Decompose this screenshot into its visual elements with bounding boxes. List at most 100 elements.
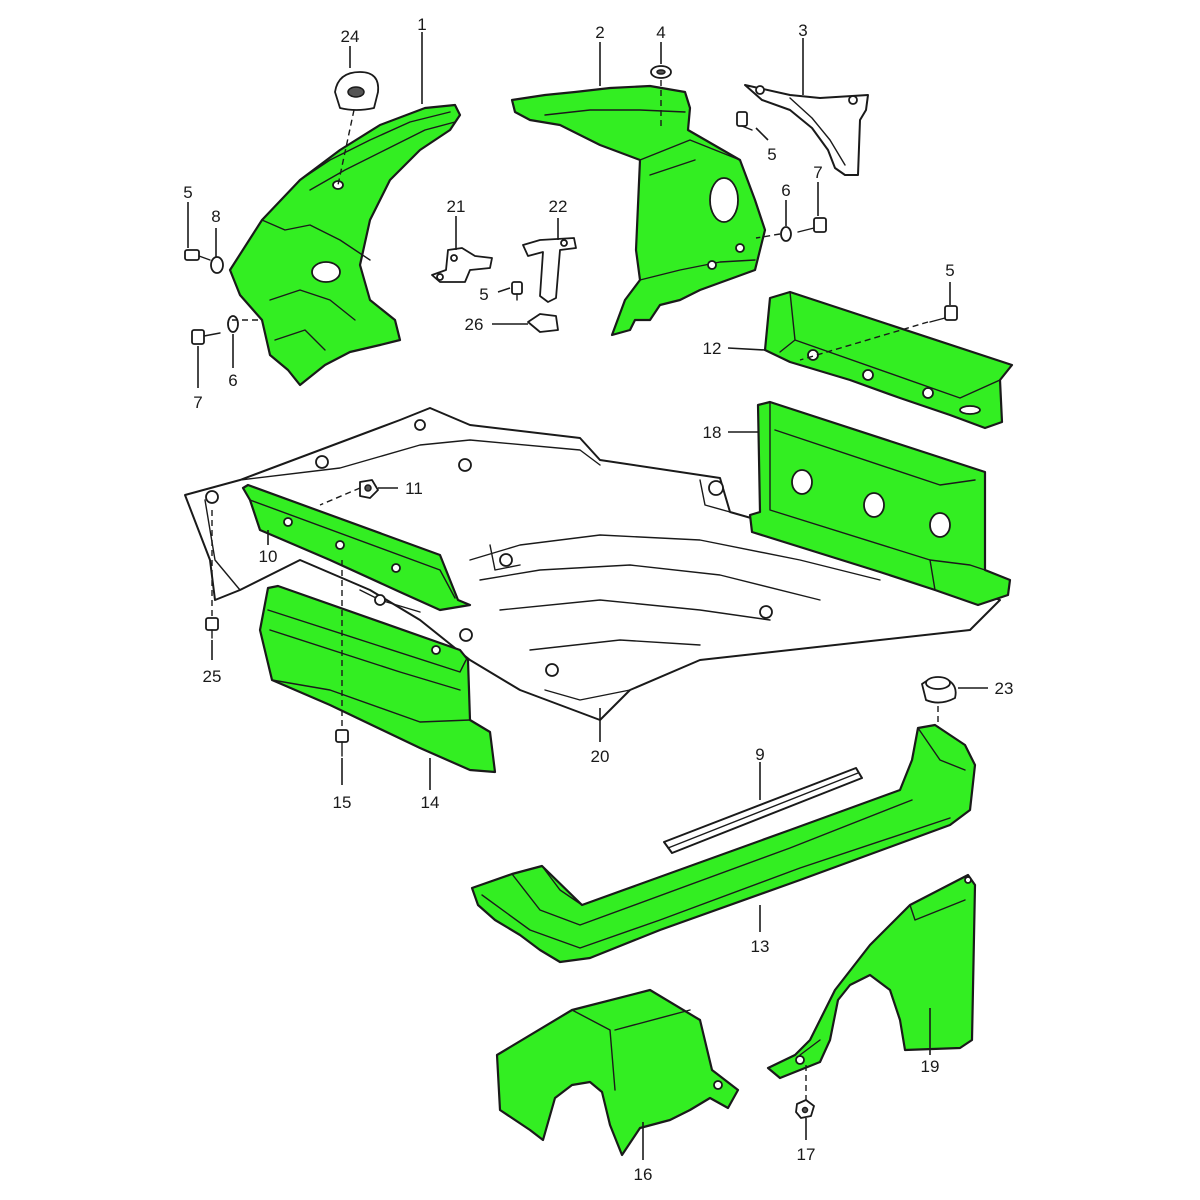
callout-8: 8 <box>211 207 220 226</box>
part-25-bolt <box>205 617 219 639</box>
part-22-bracket <box>522 237 577 303</box>
callout-10: 10 <box>259 547 278 566</box>
panel-hole <box>863 492 885 518</box>
slot-hole <box>959 405 981 415</box>
callout-20: 20 <box>591 747 610 766</box>
part-3-bracket <box>744 84 869 176</box>
callout-6-left: 6 <box>228 371 237 390</box>
part-20-floor-pan <box>184 407 1001 721</box>
callout-18: 18 <box>703 423 722 442</box>
part-11-nut <box>359 479 379 499</box>
part-5a-bolt <box>736 111 753 131</box>
floor-mount-hole <box>499 553 513 567</box>
callout-12: 12 <box>703 339 722 358</box>
part-10-left-rail <box>241 483 472 612</box>
part-4-nut <box>650 65 672 79</box>
floor-mount-hole <box>708 480 724 496</box>
part-19-lower-panel <box>766 873 977 1080</box>
callout-7-right: 7 <box>813 163 822 182</box>
mount-hole <box>862 369 874 381</box>
callout-11: 11 <box>405 479 423 498</box>
part-14-left-side-tray <box>258 584 497 774</box>
part-15-bolt <box>335 729 349 757</box>
part-5c-bolt <box>511 281 523 301</box>
floor-mount-hole <box>759 605 773 619</box>
callout-19: 19 <box>921 1057 940 1076</box>
mount-hole <box>707 260 717 270</box>
mount-hole <box>560 239 568 247</box>
part-5b-bolt <box>184 249 211 261</box>
floor-mount-hole <box>374 594 386 606</box>
callout-21: 21 <box>447 197 466 216</box>
callout-5-left: 5 <box>183 183 192 202</box>
mount-hole <box>391 563 401 573</box>
callout-16: 16 <box>634 1165 653 1184</box>
part-5d-bolt <box>929 305 958 323</box>
mount-hole <box>922 387 934 399</box>
part-17-nut <box>795 1099 815 1119</box>
callout-22: 22 <box>549 197 568 216</box>
callout-13: 13 <box>751 937 770 956</box>
part-2-right-inner-panel <box>510 84 767 337</box>
part-12-right-sill <box>763 290 1014 430</box>
callout-15: 15 <box>333 793 352 812</box>
part-26-clip <box>527 313 559 333</box>
callout-23: 23 <box>995 679 1014 698</box>
mount-hole <box>713 1080 723 1090</box>
callout-17: 17 <box>797 1145 816 1164</box>
mount-hole <box>964 876 972 884</box>
floor-mount-hole <box>459 628 473 642</box>
part-8-washer <box>210 256 224 274</box>
part-7b-bolt <box>797 217 827 233</box>
floor-mount-hole <box>458 458 472 472</box>
callout-5-bracket: 5 <box>767 145 776 164</box>
floor-mount-hole <box>545 663 559 677</box>
floor-mount-hole <box>205 490 219 504</box>
floor-mount-hole <box>414 419 426 431</box>
part-18-right-panel <box>748 400 1012 607</box>
callout-2: 2 <box>595 23 604 42</box>
panel-hole <box>929 512 951 538</box>
mount-hole <box>450 254 458 262</box>
panel-hole <box>791 469 813 495</box>
part-7a-bolt <box>191 329 221 345</box>
callout-9: 9 <box>755 745 764 764</box>
callout-6-right: 6 <box>781 181 790 200</box>
mount-hole <box>807 349 819 361</box>
callout-7-left: 7 <box>193 393 202 412</box>
mount-hole <box>735 243 745 253</box>
callout-5-center: 5 <box>479 285 488 304</box>
callout-26: 26 <box>465 315 484 334</box>
mount-hole <box>335 540 345 550</box>
mount-hole <box>332 180 344 190</box>
mount-hole <box>436 273 444 281</box>
floor-mount-hole <box>315 455 329 469</box>
callout-4: 4 <box>656 23 665 42</box>
part-6b-washer <box>780 226 792 242</box>
mount-hole <box>848 95 858 105</box>
callout-14: 14 <box>421 793 440 812</box>
mount-hole <box>795 1055 805 1065</box>
leader-lines <box>187 32 988 1160</box>
part-6a-washer <box>227 315 239 333</box>
callout-24: 24 <box>341 27 360 46</box>
mount-hole <box>431 645 441 655</box>
callout-5-right: 5 <box>945 261 954 280</box>
part-16-lower-panel <box>495 988 740 1157</box>
part-9-sill-strip <box>663 767 863 854</box>
part-23-plug <box>921 676 957 704</box>
mount-hole <box>755 85 765 95</box>
grommet-hole <box>709 177 739 223</box>
callout-1: 1 <box>417 15 426 34</box>
grommet-hole <box>311 261 341 283</box>
part-24-grommet <box>334 71 380 111</box>
mount-hole <box>283 517 293 527</box>
callout-labels: 1 2 3 4 24 5 5 8 6 7 21 22 5 26 7 6 5 12… <box>183 15 1013 1184</box>
callout-25: 25 <box>203 667 222 686</box>
callout-3: 3 <box>798 21 807 40</box>
part-1-left-inner-panel <box>228 103 462 387</box>
part-21-bracket <box>431 247 493 283</box>
part-13-rear-tray <box>470 723 977 964</box>
